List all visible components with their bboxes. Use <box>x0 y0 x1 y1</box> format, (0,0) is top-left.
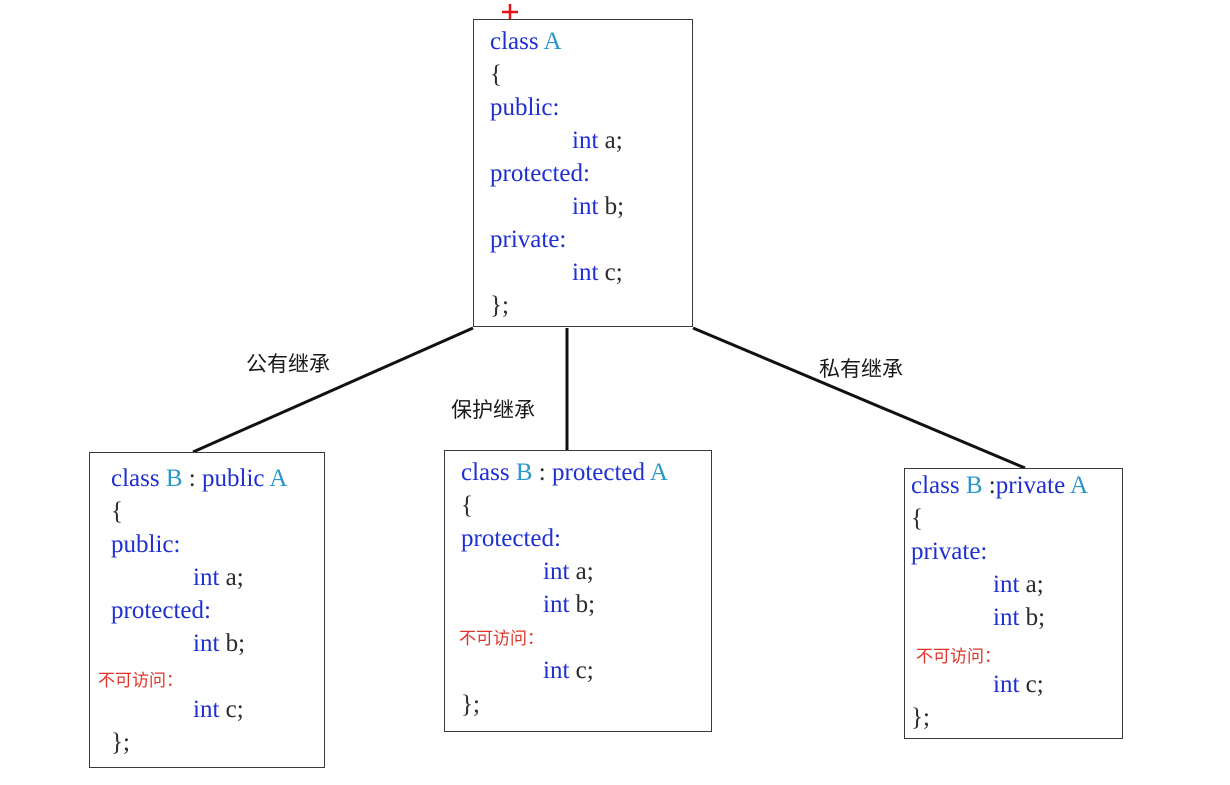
edge-private <box>692 326 1026 470</box>
member-c: int c; <box>993 671 1044 698</box>
open-brace: { <box>461 492 473 519</box>
access-specifier-private: private: <box>490 226 567 253</box>
member-c: int c; <box>543 657 594 684</box>
access-specifier-protected: protected: <box>490 160 590 187</box>
derived-class-header: class B : public A <box>111 465 288 492</box>
open-brace: { <box>911 505 923 532</box>
base-class-box: class A { public: int a; protected: int … <box>473 19 693 327</box>
access-specifier-public: public: <box>111 531 181 558</box>
member-b: int b; <box>193 630 246 657</box>
edge-label-protected: 保护继承 <box>451 398 535 422</box>
open-brace: { <box>111 498 123 525</box>
member-c: int c; <box>193 696 244 723</box>
derived-class-header: class B : protected A <box>461 459 668 486</box>
inaccessible-label: 不可访问： <box>916 647 1001 667</box>
access-specifier-protected: protected: <box>461 525 561 552</box>
base-class-header: class A <box>490 26 562 58</box>
class-name: A <box>543 28 562 55</box>
member-a: int a; <box>993 571 1044 598</box>
member-a: int a; <box>572 127 623 154</box>
edge-label-public: 公有继承 <box>246 352 330 376</box>
close-brace: }; <box>490 292 509 319</box>
member-b: int b; <box>543 591 596 618</box>
close-brace: }; <box>111 729 130 756</box>
derived-class-header: class B :private A <box>911 472 1089 499</box>
derived-class-protected-box: class B : protected A { protected: int a… <box>444 450 712 732</box>
edge-label-private: 私有继承 <box>819 357 903 381</box>
member-a: int a; <box>193 564 244 591</box>
close-brace: }; <box>461 691 480 718</box>
crosshair-cursor-icon <box>502 4 518 20</box>
access-specifier-private: private: <box>911 538 988 565</box>
member-c: int c; <box>572 259 623 286</box>
inaccessible-label: 不可访问： <box>98 671 183 691</box>
close-brace: }; <box>911 704 930 731</box>
open-brace: { <box>490 61 502 88</box>
member-a: int a; <box>543 558 594 585</box>
access-specifier-protected: protected: <box>111 597 211 624</box>
derived-class-private-box: class B :private A { private: int a; int… <box>904 468 1123 739</box>
member-b: int b; <box>993 604 1046 631</box>
inaccessible-label: 不可访问： <box>459 629 544 649</box>
member-b: int b; <box>572 193 625 220</box>
derived-class-public-box: class B : public A { public: int a; prot… <box>89 452 325 768</box>
class-keyword: class <box>490 28 539 55</box>
edge-public <box>192 326 474 454</box>
access-specifier-public: public: <box>490 94 560 121</box>
